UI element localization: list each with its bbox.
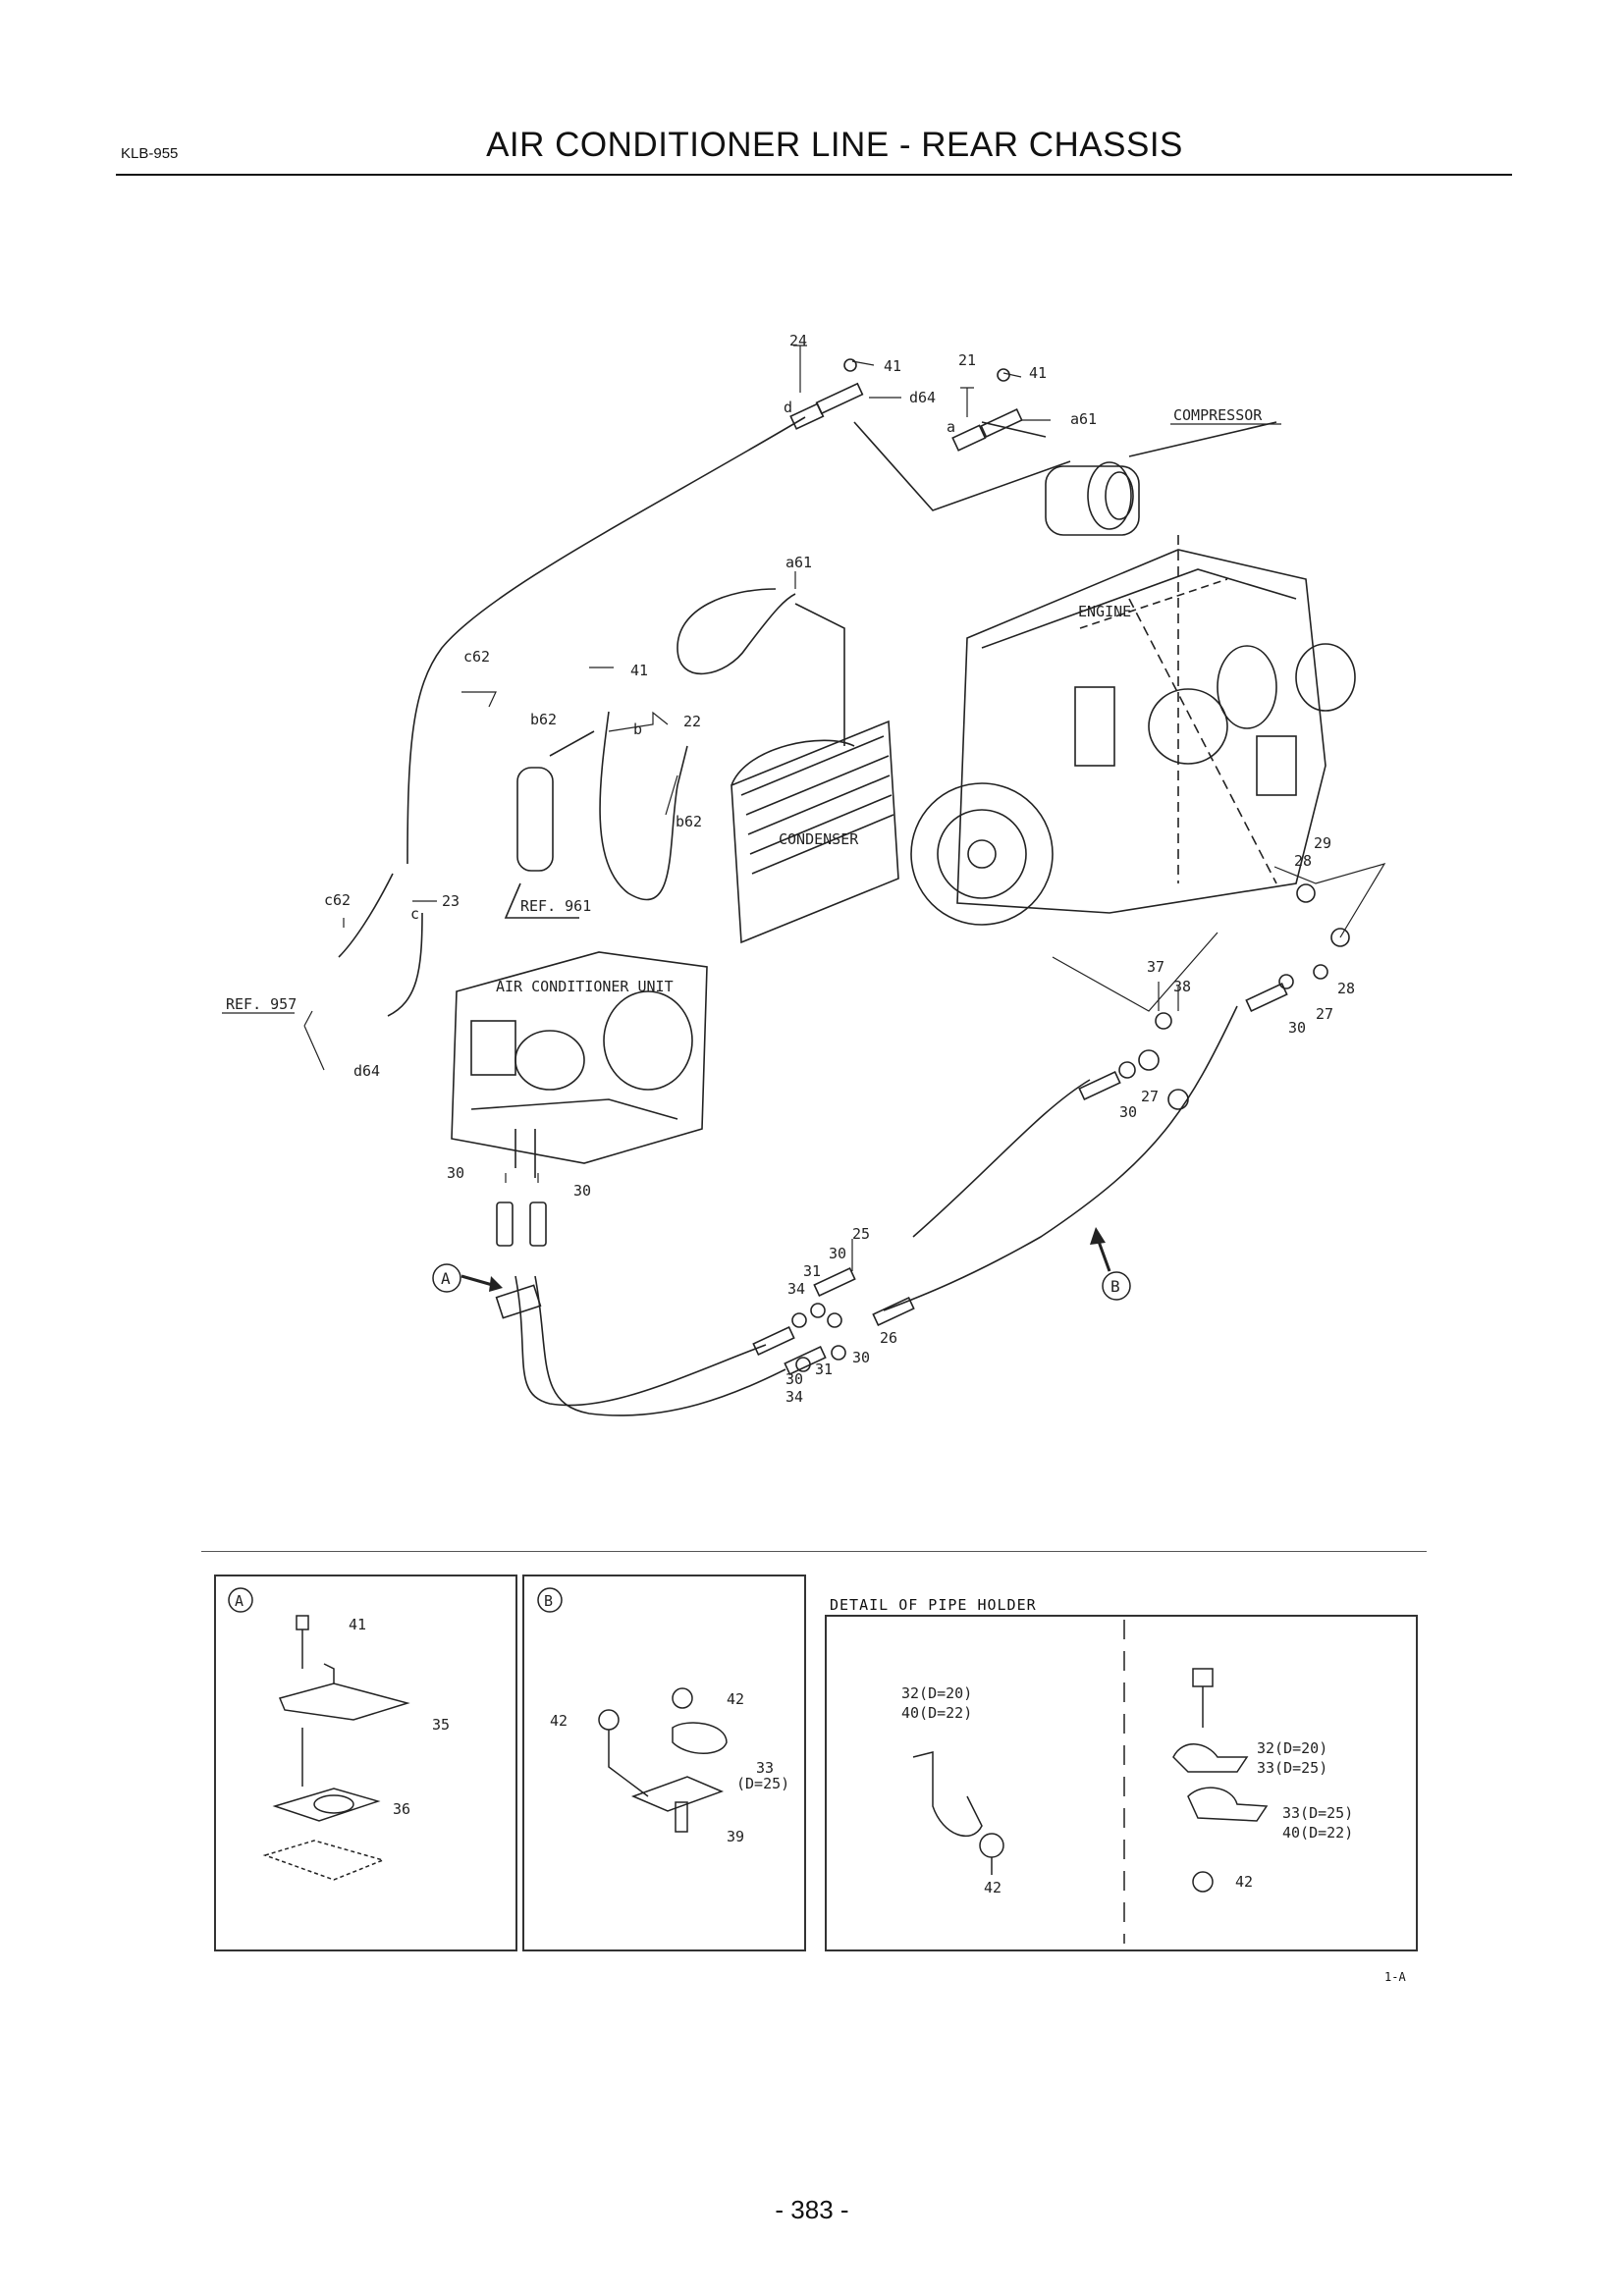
leader-lines xyxy=(303,345,1386,1271)
callout-21: 21 xyxy=(958,351,976,369)
callout-41: 41 xyxy=(630,662,648,679)
page-number: - 383 - xyxy=(775,2195,849,2224)
main-parts-diagram: COMPRESSOR ENGINE CONDENSER AIR CONDITIO… xyxy=(222,332,1386,1416)
ref-961-label: REF. 961 xyxy=(520,897,591,915)
hose-a61-lead xyxy=(794,603,845,746)
callout-30: 30 xyxy=(852,1349,870,1366)
svg-text:A: A xyxy=(441,1269,451,1288)
ref-957-label: REF. 957 xyxy=(226,995,297,1013)
figure-code: 1-A xyxy=(1384,1970,1406,1984)
callout-d64: d64 xyxy=(909,389,936,406)
callout-27: 27 xyxy=(1141,1088,1159,1105)
callout-34: 34 xyxy=(787,1280,805,1298)
callout-30: 30 xyxy=(573,1182,591,1200)
fitting-line-a61 xyxy=(981,421,1047,438)
hose-23-a xyxy=(338,873,394,958)
callout-c62: c62 xyxy=(324,891,351,909)
callout-b62: b62 xyxy=(676,813,702,830)
callout-23: 23 xyxy=(442,892,460,910)
hose-21 xyxy=(853,421,1071,511)
callout-34: 34 xyxy=(785,1388,803,1406)
callout-29: 29 xyxy=(1314,834,1331,852)
engine-label: ENGINE xyxy=(1078,603,1131,620)
callout-27: 27 xyxy=(1316,1005,1333,1023)
hose-23-b xyxy=(387,912,423,1017)
compressor-body xyxy=(1045,421,1277,536)
callout-b62: b62 xyxy=(530,711,557,728)
callout-24: 24 xyxy=(789,332,807,349)
document-code: KLB-955 xyxy=(121,145,179,162)
hose-24 xyxy=(406,416,806,865)
callout-d: d xyxy=(784,399,792,416)
detail-pipe-holder-title: DETAIL OF PIPE HOLDER xyxy=(830,1596,1037,1614)
callout-26: 26 xyxy=(880,1329,897,1347)
callout-c: c xyxy=(410,905,419,923)
callout-30: 30 xyxy=(785,1370,803,1388)
callout-a61: a61 xyxy=(785,554,812,571)
hose-mid-b xyxy=(912,1079,1091,1238)
callout-c62: c62 xyxy=(463,648,490,666)
view-marker-b: B xyxy=(1090,1227,1131,1301)
hose-bottom-a2 xyxy=(534,1275,786,1416)
hose-a61 xyxy=(677,588,796,675)
pipe-pieces-bottom xyxy=(495,883,1350,1375)
section-divider xyxy=(201,1551,1427,1552)
callout-30: 30 xyxy=(447,1164,464,1182)
detail-b-panel xyxy=(522,1575,806,1951)
callout-41: 41 xyxy=(884,357,901,375)
detail-pipe-holder-panel xyxy=(825,1615,1418,1951)
callout-28: 28 xyxy=(1337,980,1355,997)
hose-bottom-a xyxy=(514,1275,767,1407)
callout-a: a xyxy=(947,418,955,436)
detail-a-panel xyxy=(214,1575,517,1951)
page-title: AIR CONDITIONER LINE - REAR CHASSIS xyxy=(486,126,1183,164)
callout-22: 22 xyxy=(683,713,701,730)
callout-38: 38 xyxy=(1173,978,1191,995)
header-divider xyxy=(116,174,1512,176)
callout-b: b xyxy=(633,721,642,738)
air-conditioner-unit-body xyxy=(451,951,708,1178)
callout-d64: d64 xyxy=(353,1062,380,1080)
callout-28: 28 xyxy=(1294,852,1312,870)
view-marker-a: A xyxy=(432,1263,503,1293)
engine-block xyxy=(910,535,1356,926)
receiver-dryer xyxy=(504,730,595,919)
callout-41: 41 xyxy=(1029,364,1047,382)
callout-30: 30 xyxy=(1119,1103,1137,1121)
callout-30: 30 xyxy=(829,1245,846,1262)
callout-37: 37 xyxy=(1147,958,1164,976)
callout-31: 31 xyxy=(815,1361,833,1378)
compressor-label: COMPRESSOR xyxy=(1173,406,1263,424)
hose-22 xyxy=(599,711,688,901)
condenser-label: CONDENSER xyxy=(779,830,859,848)
ac-unit-label: AIR CONDITIONER UNIT xyxy=(496,978,674,995)
svg-text:B: B xyxy=(1110,1277,1120,1296)
condenser-body xyxy=(731,720,899,944)
callout-a61: a61 xyxy=(1070,410,1097,428)
hose-bottom-b xyxy=(883,1005,1238,1311)
callout-31: 31 xyxy=(803,1262,821,1280)
pipe-fittings-top xyxy=(789,358,1023,452)
callout-30: 30 xyxy=(1288,1019,1306,1037)
callout-25: 25 xyxy=(852,1225,870,1243)
